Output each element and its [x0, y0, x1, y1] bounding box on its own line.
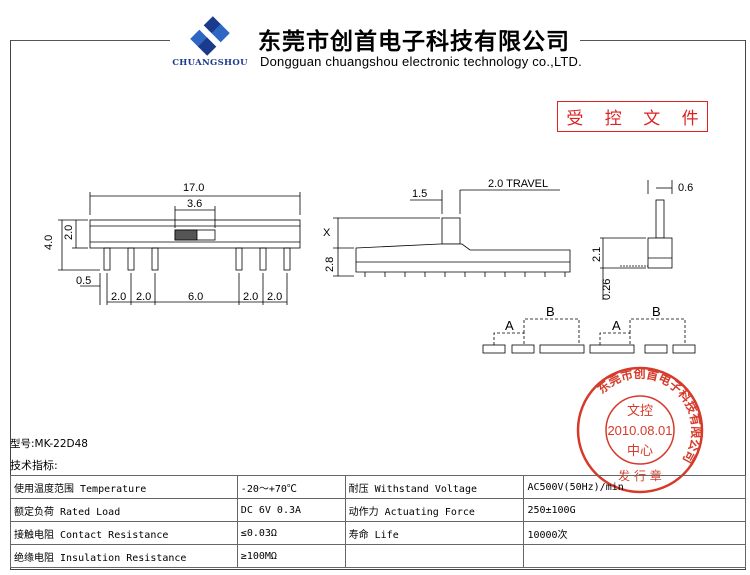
header-rule-left: [10, 40, 170, 41]
controlled-document-label: 受 控 文 件: [566, 109, 707, 129]
spec-cell: 接触电阻 Contact Resistance: [10, 521, 238, 545]
seal-center-bottom: 中心: [627, 444, 653, 459]
dim-knob: 3.6: [187, 198, 202, 210]
dim-travel: 2.0 TRAVEL: [488, 178, 548, 190]
dim-end-thickness: 0.26: [601, 279, 613, 300]
spec-cell: ≤0.03Ω: [236, 521, 346, 545]
dim-pitch-b: 2.0: [136, 291, 151, 303]
circuit-label-a2: A: [612, 318, 621, 333]
seal-date: 2010.08.01: [607, 423, 672, 438]
circuit-label-b1: B: [546, 304, 555, 319]
spec-cell: 绝缘电阻 Insulation Resistance: [10, 544, 238, 568]
logo-text: CHUANGSHOU: [172, 58, 248, 68]
dim-lever: 1.5: [412, 188, 427, 200]
spec-title: 技术指标:: [10, 459, 58, 472]
spec-cell: 寿命 Life: [344, 521, 525, 545]
spec-cell: DC 6V 0.3A: [236, 498, 346, 522]
controlled-document-stamp: 受 控 文 件: [557, 101, 708, 132]
dim-end-width: 0.6: [678, 182, 693, 194]
dim-end-height: 2.1: [591, 247, 603, 262]
header-rule-right: [580, 40, 746, 41]
dim-x: X: [323, 227, 331, 239]
spec-table: 使用温度范围 Temperature -20～+70℃ 耐压 Withstand…: [10, 475, 746, 568]
dim-pitch-a: 2.0: [111, 291, 126, 303]
s-logo-icon: [190, 16, 230, 56]
spec-cell: ≥100MΩ: [236, 544, 346, 568]
table-row: 接触电阻 Contact Resistance ≤0.03Ω 寿命 Life 1…: [10, 521, 746, 545]
dim-overall: 17.0: [183, 182, 204, 194]
table-row: 使用温度范围 Temperature -20～+70℃ 耐压 Withstand…: [10, 475, 746, 499]
dim-center: 6.0: [188, 291, 203, 303]
dim-pin-offset: 0.5: [76, 275, 91, 287]
spec-cell: 使用温度范围 Temperature: [10, 475, 238, 499]
dim-pitch-c: 2.0: [243, 291, 258, 303]
dim-side-height: 2.8: [324, 257, 336, 272]
dim-body: 2.0: [63, 225, 75, 240]
circuit-label-b2: B: [652, 304, 661, 319]
spec-cell: AC500V(50Hz)/min: [523, 475, 746, 499]
drawing-frame: [10, 40, 746, 570]
spec-cell: 10000次: [523, 521, 746, 545]
table-row: 绝缘电阻 Insulation Resistance ≥100MΩ: [10, 544, 746, 568]
spec-cell: -20～+70℃: [236, 475, 346, 499]
company-name-cn: 东莞市创首电子科技有限公司: [258, 28, 570, 55]
spec-cell: 额定负荷 Rated Load: [10, 498, 238, 522]
seal-center-top: 文控: [627, 404, 653, 419]
circuit-label-a1: A: [505, 318, 514, 333]
spec-cell: 耐压 Withstand Voltage: [344, 475, 525, 499]
spec-cell: [523, 544, 746, 568]
table-row: 额定负荷 Rated Load DC 6V 0.3A 动作力 Actuating…: [10, 498, 746, 522]
company-name-en: Dongguan chuangshou electronic technolog…: [260, 54, 582, 69]
header: CHUANGSHOU 东莞市创首电子科技有限公司 Dongguan chuang…: [0, 0, 750, 78]
dim-height: 4.0: [43, 235, 55, 250]
spec-cell: 250±100G: [523, 498, 746, 522]
dim-pitch-d: 2.0: [267, 291, 282, 303]
spec-cell: [344, 544, 525, 568]
model-number: 型号:MK-22D48: [10, 438, 88, 450]
spec-cell: 动作力 Actuating Force: [344, 498, 525, 522]
